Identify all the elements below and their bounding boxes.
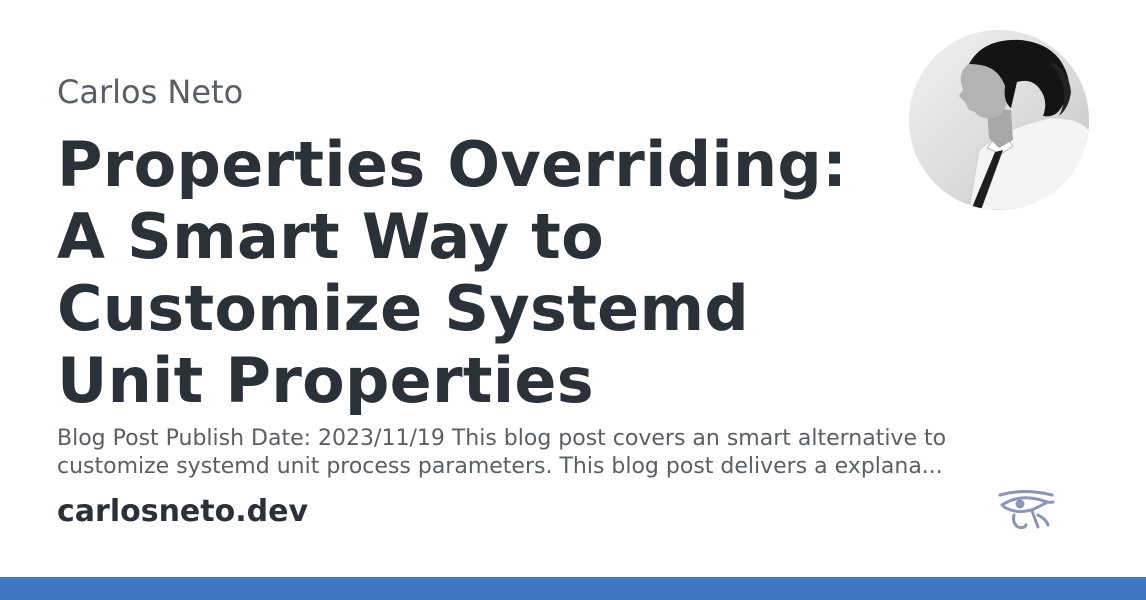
accent-bar: [0, 577, 1146, 600]
description-line: customize systemd unit process parameter…: [57, 454, 943, 479]
title-line: Properties Overriding:: [57, 128, 848, 201]
eye-of-horus-icon: [996, 489, 1056, 531]
title-line: Unit Properties: [57, 344, 594, 417]
author-avatar: [909, 30, 1089, 210]
site-domain: carlosneto.dev: [57, 494, 309, 529]
article-title: Properties Overriding: A Smart Way to Cu…: [57, 129, 897, 417]
article-description: Blog Post Publish Date: 2023/11/19 This …: [57, 425, 1057, 481]
author-name: Carlos Neto: [57, 73, 244, 111]
title-line: A Smart Way to: [57, 200, 605, 273]
description-line: Blog Post Publish Date: 2023/11/19 This …: [57, 426, 947, 451]
title-line: Customize Systemd: [57, 272, 750, 345]
author-portrait: [909, 30, 1089, 210]
